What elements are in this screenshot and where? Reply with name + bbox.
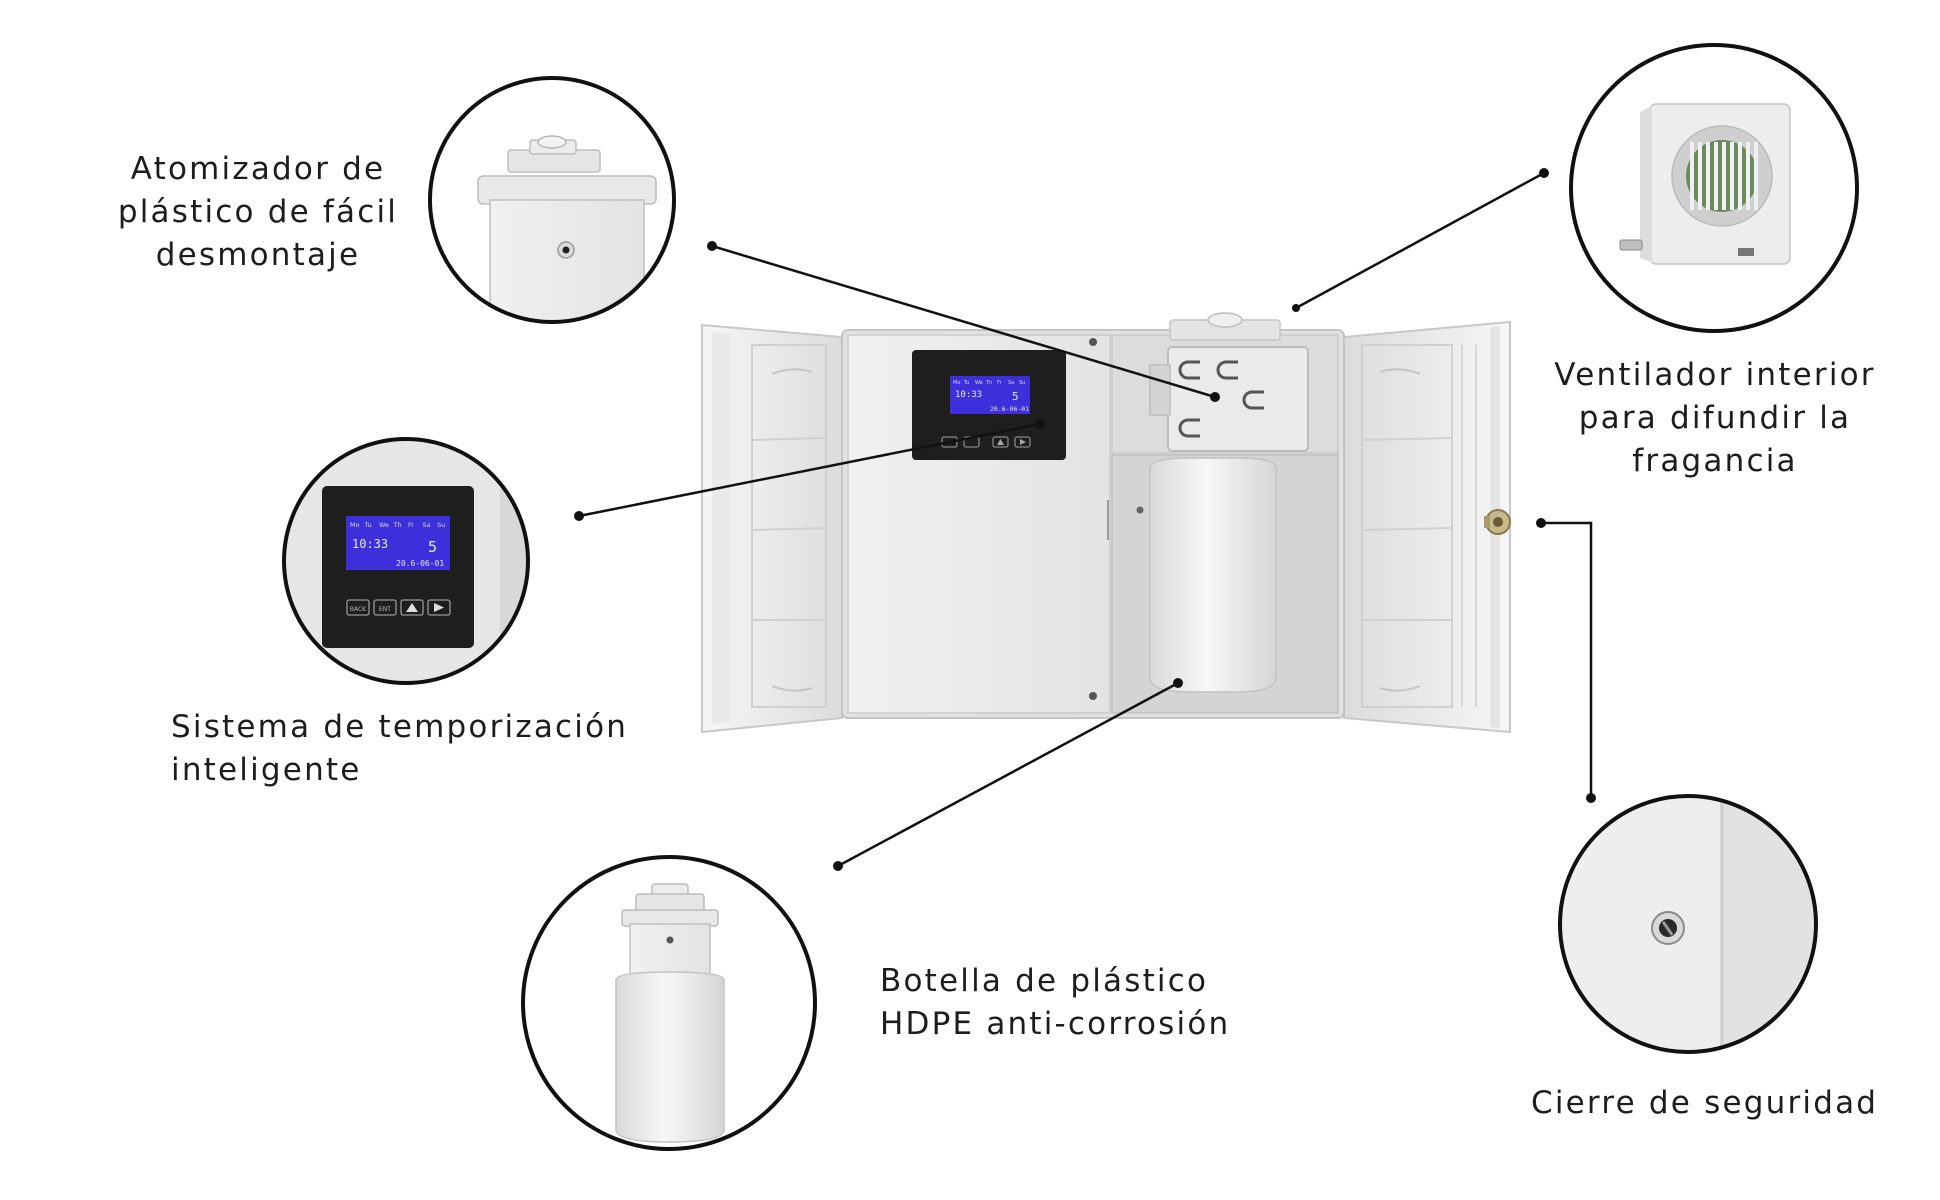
fragrance-bottle [1149,457,1277,693]
fan-grille-bar [1722,142,1726,210]
detail-lcd-day-row: Mo Tu We Th Fr Sa Su [350,521,445,529]
callout-dots [574,168,1596,871]
fan-grille [1690,142,1758,210]
bottle-label-line-1: Botella de plástico [880,963,1209,999]
lcd-day-tu: Tu [364,521,372,529]
lcd-time: 10:33 [955,390,982,400]
atomizer-detail-circle [428,76,676,324]
timer-leader-line [578,422,1041,518]
lcd-day-su: Su [1019,380,1025,386]
fan-grille-bar [1730,142,1734,210]
detail-back-label: BACK [350,606,367,613]
lcd-day-we: We [379,521,389,529]
timer-detail-circle: Mo Tu We Th Fr Sa Su 10:33 5 20.6-06-01 BACK E… [282,437,530,685]
atomizer-label: Atomizador de plástico de fácil desmonta… [98,148,418,277]
detail-right-button[interactable] [427,599,451,616]
lcd-day-th: Th [393,521,402,529]
atomizer-module [1149,346,1309,452]
timer-label: Sistema de temporización inteligente [171,706,628,792]
back-button[interactable] [941,436,958,448]
up-button[interactable] [992,436,1009,448]
fan-detail-circle [1569,43,1859,333]
detail-right-arrow-icon [434,603,444,612]
atomizer-label-line-3: desmontaje [155,237,361,273]
atomizer-label-line-1: Atomizador de [130,151,386,187]
right-button[interactable] [1014,436,1031,448]
lock-label: Cierre de seguridad [1531,1082,1878,1125]
detail-enter-button[interactable] [373,599,397,616]
detail-lcd-value: 5 [428,538,437,556]
lock-cylinder [1484,509,1511,535]
detail-enter-label: ENT [379,606,391,613]
fan-label-line-1: Ventilador interior [1554,357,1876,393]
callout-lines [578,171,1593,868]
detail-up-arrow-icon [406,603,418,612]
lcd-day-th: Th [985,380,992,386]
detail-up-button[interactable] [400,599,424,616]
fan-label: Ventilador interior para difundir la fra… [1540,354,1890,483]
fan-grille-bar [1706,142,1710,210]
up-arrow-icon [997,439,1004,445]
lcd-day-sa: Sa [423,521,431,529]
fan-grille-bar [1690,142,1694,210]
right-door [1343,320,1511,734]
lock-leader-line [1541,521,1593,798]
detail-back-button[interactable] [346,599,370,616]
detail-lcd-time: 10:33 [352,537,388,551]
lock-detail-circle [1558,794,1818,1054]
bottle-leader-line [837,681,1179,868]
lcd-day-fr: Fr [997,380,1003,386]
fan-grille-bar [1714,142,1718,210]
fan-label-line-3: fragancia [1632,443,1798,479]
fan-leader-line [1295,171,1545,310]
lcd-date: 20.6-06-01 [990,405,1029,413]
timer-label-line-1: Sistema de temporización [171,709,629,745]
lcd-day-su: Su [437,521,445,529]
lcd-day-we: We [975,380,983,386]
lcd-day-tu: Tu [963,380,969,386]
bottle-detail-circle [521,855,817,1151]
lcd-day-sa: Sa [1008,380,1014,386]
bottle-label: Botella de plástico HDPE anti-corrosión [880,960,1230,1046]
lock-label-line-1: Cierre de seguridad [1531,1085,1879,1121]
fan-grille-bar [1698,142,1702,210]
bottle-label-line-2: HDPE anti-corrosión [880,1006,1231,1042]
lcd-day-mo: Mo [953,380,960,386]
fan-grille-bar [1738,142,1742,210]
lcd-screen [950,376,1030,414]
atomizer-leader-line [711,244,1216,399]
lcd-value: 5 [1012,390,1019,403]
detail-lcd-screen [346,516,450,570]
atomizer-label-line-2: plástico de fácil [117,194,399,230]
detail-lcd-date: 20.6-06-01 [396,559,444,568]
lcd-day-fr: Fr [408,521,414,529]
right-arrow-icon [1020,439,1026,445]
left-door [701,323,843,734]
fan-grille-bar [1746,142,1750,210]
lcd-day-mo: Mo [350,521,360,529]
fan-label-line-2: para difundir la [1578,400,1852,436]
fan-grille-bar [1754,142,1758,210]
timer-label-line-2: inteligente [171,752,362,788]
